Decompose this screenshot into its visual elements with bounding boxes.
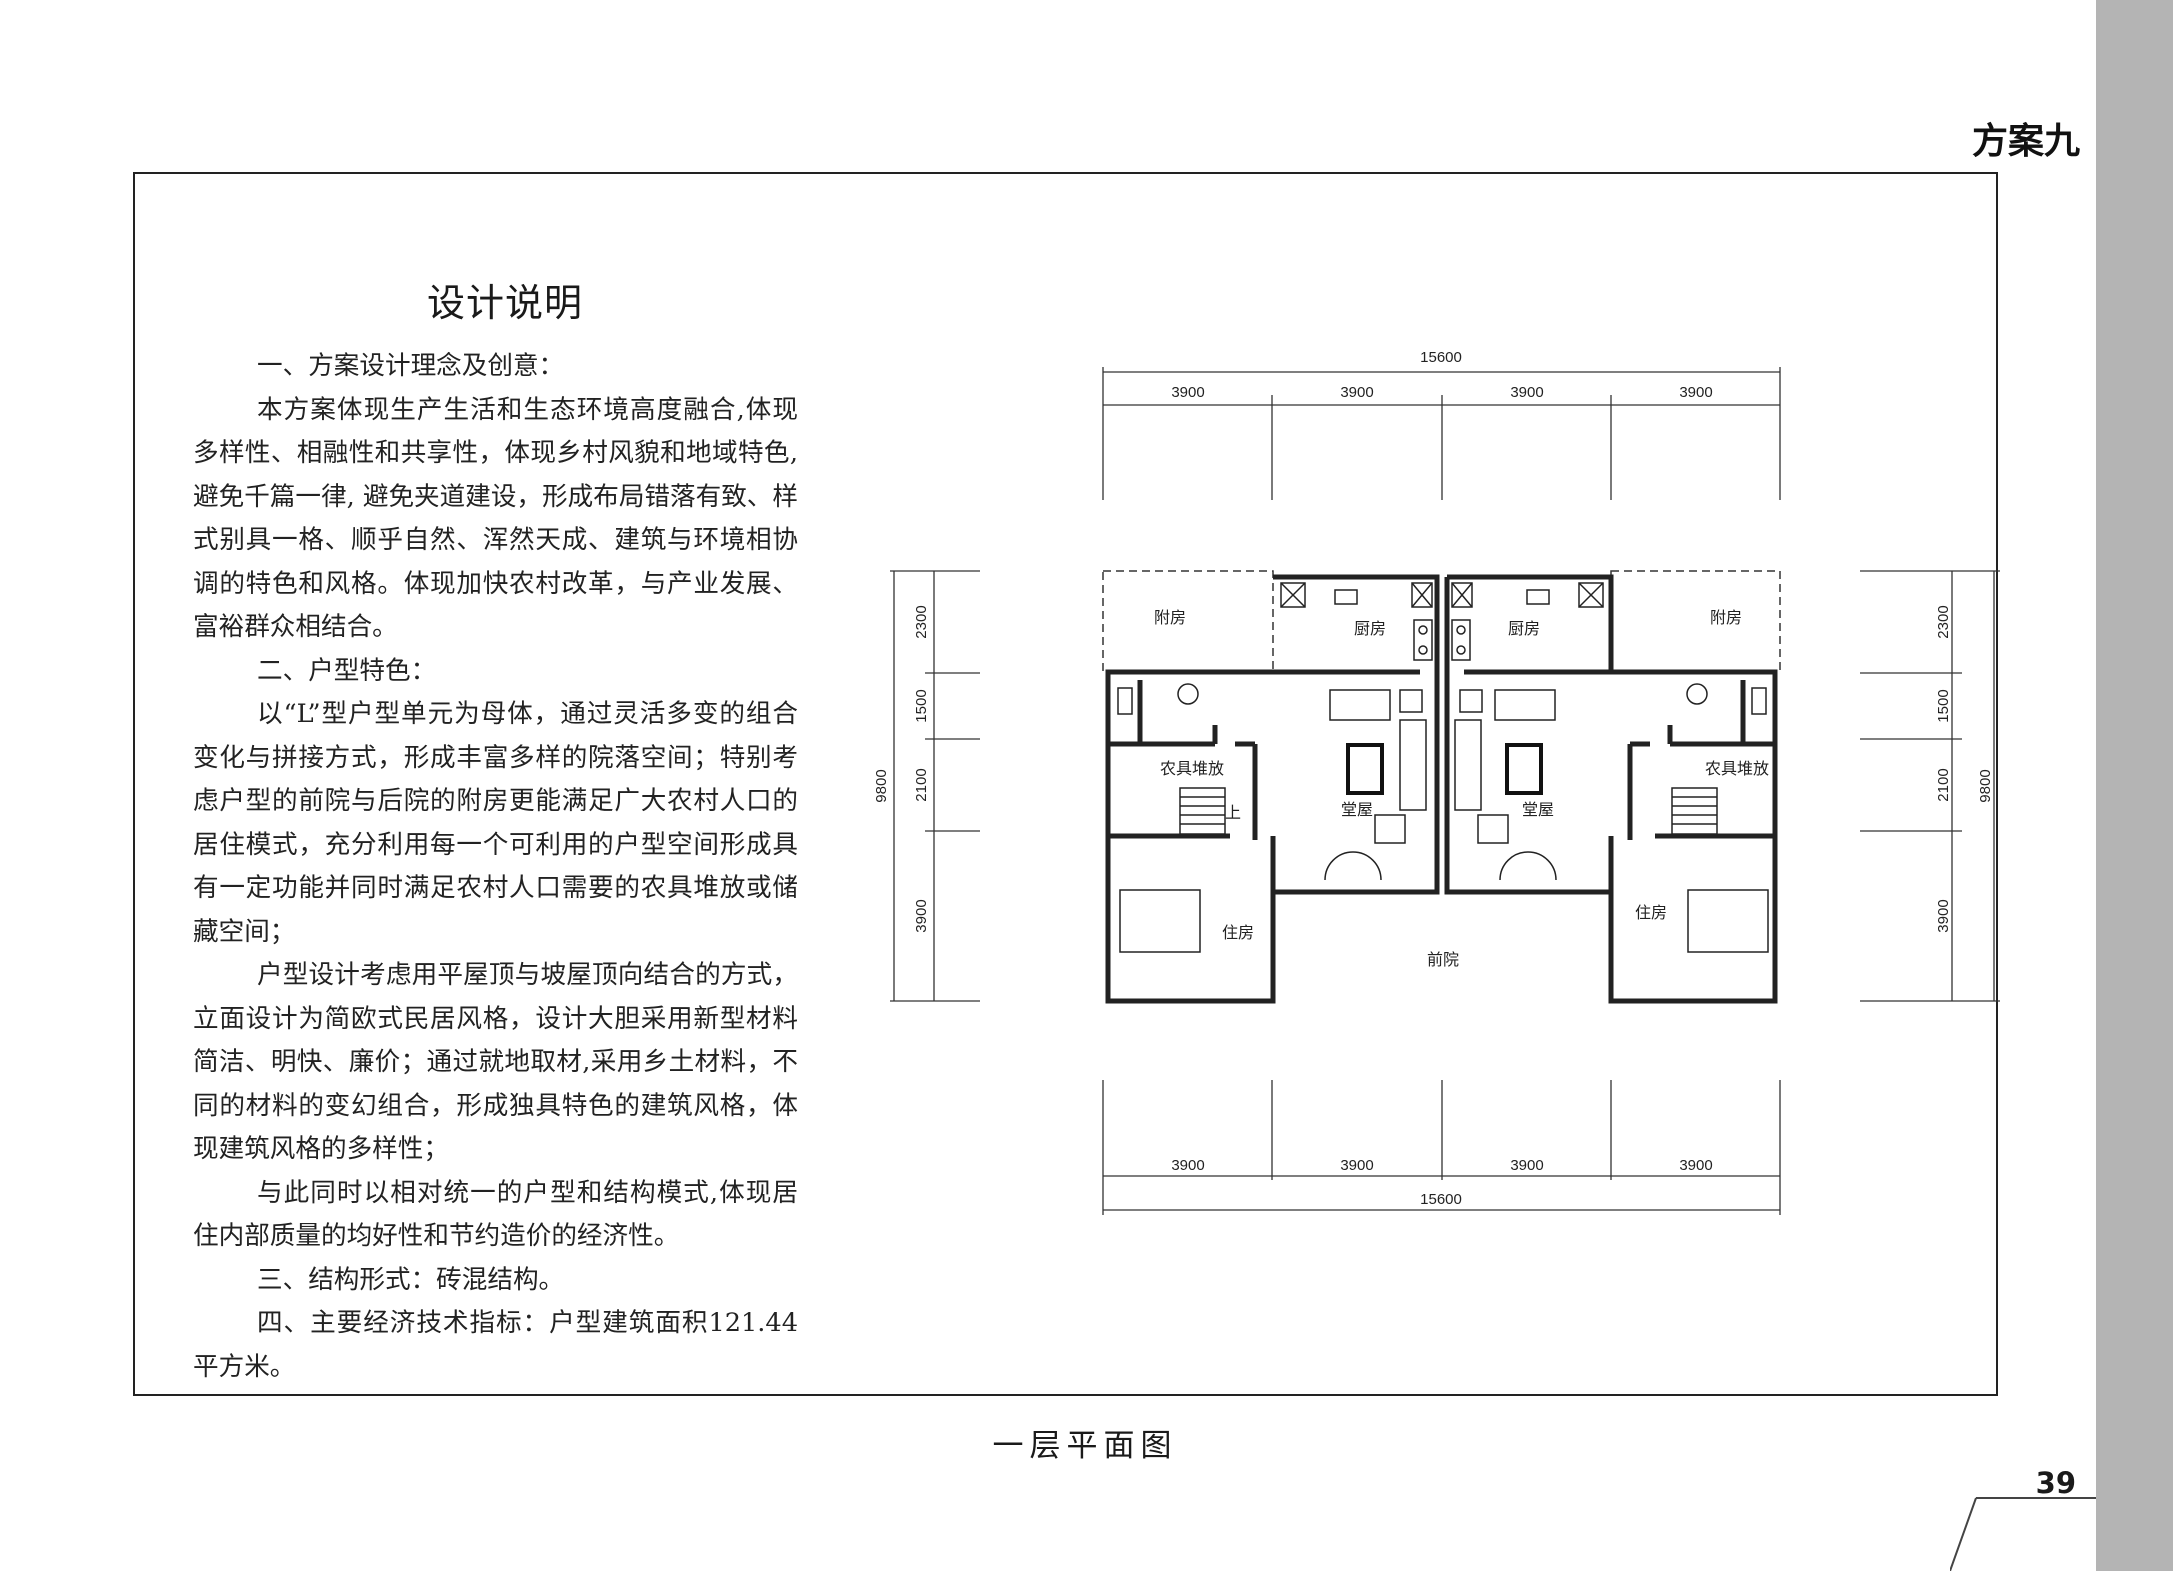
paragraph: 二、户型特色： bbox=[257, 655, 437, 686]
bottom-dim-1: 3900 bbox=[1171, 1157, 1204, 1174]
right-dim-4: 3900 bbox=[1935, 899, 1952, 932]
paragraph: 以“L”型户型单元为母体，通过灵活多变的组合变化与拼接方式，形成丰富多样的院落空… bbox=[193, 699, 798, 947]
right-dimension: 2300 1500 2100 3900 9800 bbox=[1860, 570, 2000, 1002]
fixtures bbox=[1117, 582, 1769, 953]
right-total-dim: 9800 bbox=[1977, 769, 1994, 802]
room-kitchen-right: 厨房 bbox=[1508, 619, 1540, 638]
left-total-dim: 9800 bbox=[873, 769, 890, 802]
room-labels: 附房 厨房 厨房 附房 农具堆放 农具堆放 上 堂屋 堂屋 住房 住房 前院 bbox=[1154, 608, 1769, 969]
floor-plan-drawing: 15600 3900 3900 3900 3900 3900 3900 3900… bbox=[873, 349, 2000, 1215]
plan-caption: 一层平面图 bbox=[992, 1428, 1178, 1464]
bottom-dim-3: 3900 bbox=[1510, 1157, 1543, 1174]
top-dim-3: 3900 bbox=[1510, 384, 1543, 401]
top-dim-2: 3900 bbox=[1340, 384, 1373, 401]
content-frame bbox=[133, 172, 1998, 1396]
left-dimension: 2300 1500 2100 3900 9800 bbox=[873, 570, 980, 1002]
top-dimension: 15600 3900 3900 3900 3900 bbox=[1102, 349, 1781, 500]
left-dim-4: 3900 bbox=[913, 899, 930, 932]
top-total-dim: 15600 bbox=[1420, 349, 1462, 366]
right-dim-3: 2100 bbox=[1935, 768, 1952, 801]
top-dim-1: 3900 bbox=[1171, 384, 1204, 401]
page-corner-decoration bbox=[1950, 1497, 2096, 1571]
paragraph: 三、结构形式：砖混结构。 bbox=[257, 1264, 565, 1295]
right-dim-1: 2300 bbox=[1935, 605, 1952, 638]
walls bbox=[1102, 570, 1781, 1004]
paragraph: 一、方案设计理念及创意： bbox=[257, 351, 565, 381]
room-hall-right: 堂屋 bbox=[1522, 800, 1554, 819]
left-dim-1: 2300 bbox=[913, 605, 930, 638]
paragraph: 本方案体现生产生活和生态环境高度融合,体现多样性、相融性和共享性，体现乡村风貌和… bbox=[193, 394, 798, 643]
room-annex-right: 附房 bbox=[1710, 608, 1742, 627]
room-bedroom-left: 住房 bbox=[1222, 923, 1254, 942]
side-bar bbox=[2096, 0, 2173, 1571]
bottom-dimension: 3900 3900 3900 3900 15600 bbox=[1102, 1080, 1781, 1215]
right-dim-2: 1500 bbox=[1935, 689, 1952, 722]
bottom-total-dim: 15600 bbox=[1420, 1191, 1462, 1208]
scheme-title: 方案九 bbox=[1971, 121, 2080, 162]
room-annex-left: 附房 bbox=[1154, 608, 1186, 627]
document-heading: 设计说明 bbox=[426, 281, 583, 325]
room-storage-right: 农具堆放 bbox=[1705, 759, 1769, 778]
bottom-dim-2: 3900 bbox=[1340, 1157, 1373, 1174]
left-dim-2: 1500 bbox=[913, 689, 930, 722]
room-storage-left: 农具堆放 bbox=[1160, 759, 1224, 778]
room-hall-left: 堂屋 bbox=[1341, 800, 1373, 819]
paragraph: 户型设计考虑用平屋顶与坡屋顶向结合的方式，立面设计为简欧式民居风格，设计大胆采用… bbox=[193, 960, 798, 1164]
top-dim-4: 3900 bbox=[1679, 384, 1712, 401]
room-front-yard: 前院 bbox=[1427, 950, 1459, 969]
paragraph: 四、主要经济技术指标：户型建筑面积121.44平方米。 bbox=[193, 1308, 798, 1382]
paragraph: 与此同时以相对统一的户型和结构模式,体现居住内部质量的均好性和节约造价的经济性。 bbox=[193, 1177, 798, 1252]
left-dim-3: 2100 bbox=[913, 768, 930, 801]
room-kitchen-left: 厨房 bbox=[1354, 619, 1386, 638]
room-bedroom-right: 住房 bbox=[1635, 903, 1667, 922]
bottom-dim-4: 3900 bbox=[1679, 1157, 1712, 1174]
design-description: 一、方案设计理念及创意： 本方案体现生产生活和生态环境高度融合,体现多样性、相融… bbox=[193, 345, 798, 1389]
page-number: 39 bbox=[2035, 1466, 2076, 1500]
stair-up-label: 上 bbox=[1225, 803, 1241, 822]
